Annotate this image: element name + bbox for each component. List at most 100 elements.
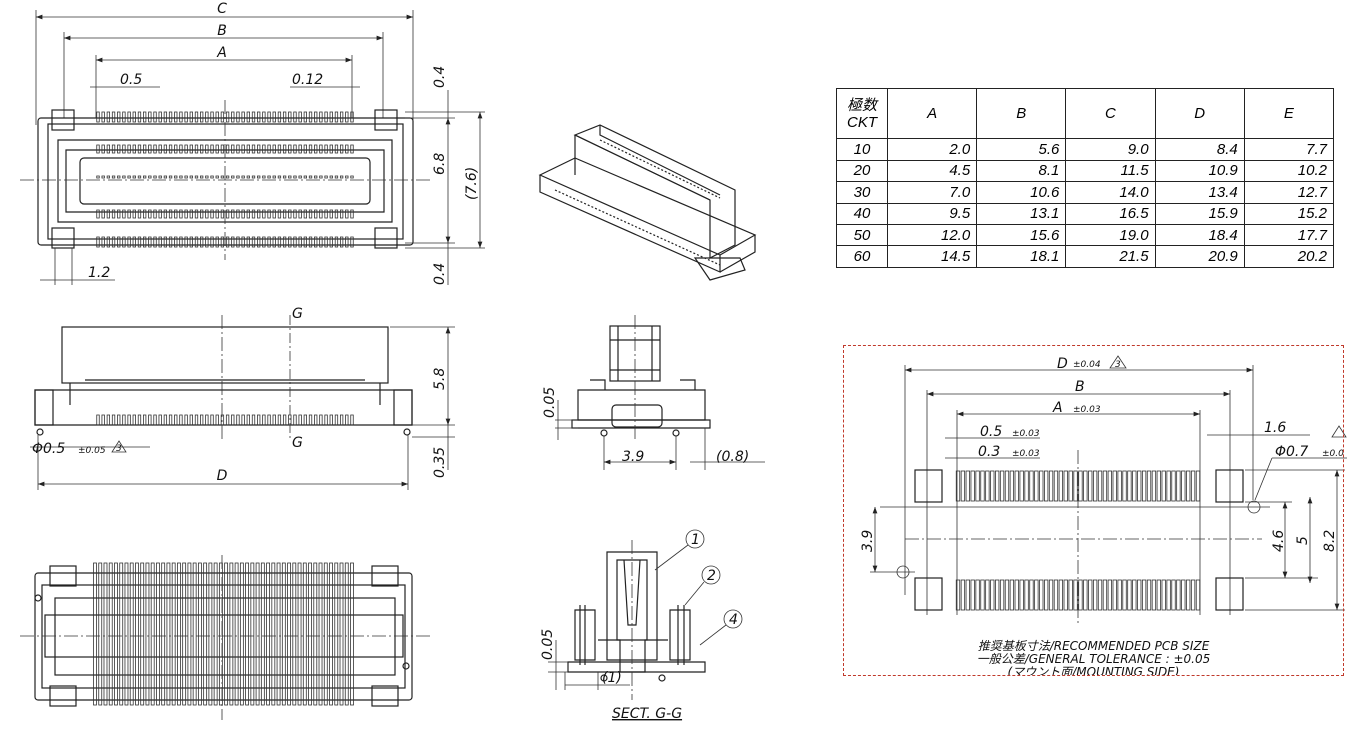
pin: [208, 562, 213, 706]
cell: 30: [836, 181, 888, 204]
pin: [1102, 579, 1108, 611]
pin: [267, 236, 271, 248]
pin: [220, 144, 225, 154]
pin: [205, 175, 209, 179]
pin: [153, 111, 157, 123]
pin: [990, 579, 995, 611]
peg-tol: ±0.05: [78, 446, 106, 456]
pin: [298, 144, 302, 154]
pin: [132, 111, 136, 123]
pin: [1117, 470, 1122, 502]
callout-4: 4: [729, 612, 738, 628]
pin: [1044, 470, 1049, 502]
pin: [1171, 579, 1176, 611]
pin: [1107, 579, 1112, 611]
pin: [314, 111, 318, 123]
pin: [314, 175, 318, 179]
pin: [260, 562, 265, 706]
pin: [345, 111, 349, 123]
pcb-pitch-tol: ±0.03: [1012, 429, 1040, 439]
pin: [1132, 470, 1137, 502]
pin: [1063, 579, 1068, 611]
pin: [168, 111, 173, 123]
pcb-hole-dia: Φ0.7: [1275, 444, 1308, 460]
pin: [177, 562, 181, 706]
pin: [1024, 470, 1029, 502]
cell: 18.1: [976, 245, 1067, 268]
cell: 20: [836, 159, 888, 183]
pin: [1004, 470, 1010, 502]
cell: 14.0: [1065, 181, 1156, 204]
cell: 10: [836, 138, 888, 161]
pin: [1181, 470, 1186, 502]
pin: [205, 144, 209, 154]
pin: [231, 209, 235, 219]
pin: [288, 236, 292, 248]
pin: [288, 175, 292, 179]
pin: [975, 470, 980, 502]
pin: [163, 175, 168, 179]
pin: [114, 562, 118, 706]
dim-d: D: [217, 468, 228, 484]
pin: [163, 111, 168, 123]
cell: 16.5: [1065, 202, 1156, 225]
pin: [350, 144, 354, 154]
pin: [1092, 470, 1098, 502]
pin: [1083, 579, 1088, 611]
pin: [1083, 470, 1088, 502]
pcb-note-tolerance: 一般公差/GENERAL TOLERANCE : ±0.05: [976, 652, 1211, 666]
pin: [1190, 470, 1196, 502]
pin: [350, 111, 354, 123]
pin: [314, 209, 318, 219]
dim-a: A: [216, 45, 227, 61]
pin: [282, 175, 287, 179]
pin: [127, 209, 131, 219]
cell: 13.1: [976, 202, 1067, 225]
pin: [267, 144, 271, 154]
pin: [293, 236, 297, 248]
pin: [257, 209, 261, 219]
pin: [189, 236, 193, 248]
pin: [215, 111, 219, 123]
pin: [324, 209, 328, 219]
cell: 50: [836, 223, 888, 247]
pin: [344, 562, 349, 706]
pin: [200, 209, 204, 219]
pin: [143, 111, 147, 123]
pin: [187, 562, 192, 706]
pin: [1107, 470, 1112, 502]
pin: [999, 470, 1005, 502]
pin: [189, 209, 193, 219]
pin: [257, 175, 261, 179]
cell: 7.7: [1243, 138, 1335, 161]
section-pitch: (1): [602, 670, 622, 686]
dim-peg-span: 3.9: [622, 449, 644, 465]
bottom-view-pins: [93, 562, 354, 706]
pin: [980, 579, 985, 611]
pin: [350, 209, 354, 219]
pin: [137, 111, 142, 123]
pin: [1137, 579, 1142, 611]
pin: [313, 562, 318, 706]
rev-mark: 3: [116, 444, 122, 454]
pin: [225, 175, 230, 179]
pin: [101, 236, 105, 248]
pin: [276, 562, 281, 706]
pin: [339, 562, 344, 706]
pin: [236, 209, 240, 219]
pin: [148, 144, 152, 154]
pin: [153, 236, 157, 248]
pin: [272, 144, 276, 154]
cell: 15.6: [976, 223, 1067, 247]
pin: [1058, 579, 1064, 611]
cell: 17.7: [1243, 223, 1335, 247]
pin: [117, 414, 121, 426]
pin: [287, 562, 291, 706]
pin: [210, 111, 214, 123]
pin: [1112, 579, 1117, 611]
pin: [184, 111, 188, 123]
cell: 13.4: [1154, 181, 1245, 204]
pin: [129, 562, 134, 706]
